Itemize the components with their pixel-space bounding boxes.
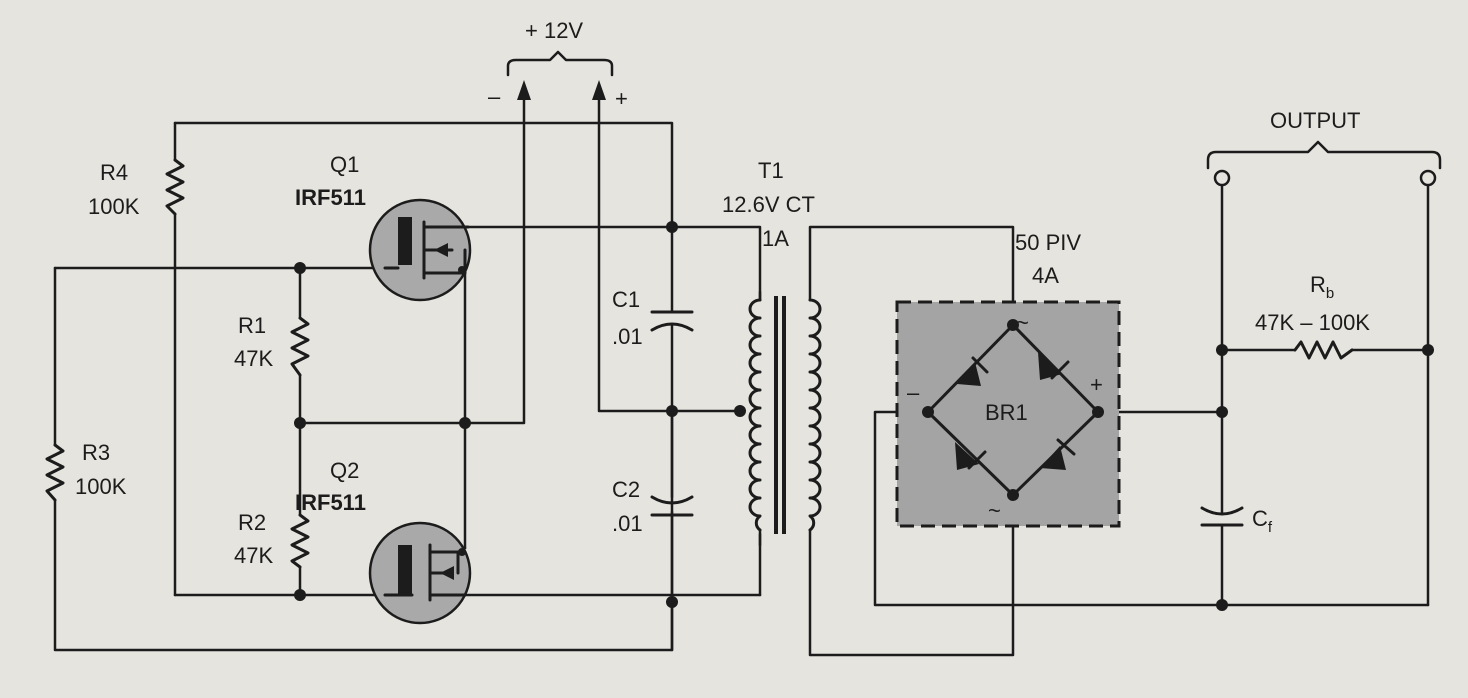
capacitor-c2: C2 .01 [612,477,694,536]
cf-sub: f [1268,519,1273,536]
r4-value: 100K [88,194,140,219]
rb-sub: b [1326,285,1334,302]
diode-tl [957,356,989,386]
r3-value: 100K [75,474,127,499]
rb-ref: Rb [1310,272,1334,302]
resistor-r4: R4 100K [88,158,185,219]
capacitor-cf: Cf [1200,506,1273,536]
mosfet-q1: Q1 IRF511 [295,152,472,302]
resistor-r3: R3 100K [45,440,127,502]
br1-current: 4A [1032,263,1059,288]
br1-piv: 50 PIV [1015,230,1081,255]
r1-ref: R1 [238,313,266,338]
transformer-t1: T1 12.6V CT 1A [722,158,822,547]
supply-12v: + 12V – + [488,18,628,111]
diode-bl [955,442,987,470]
q1-ref: Q1 [330,152,359,177]
c1-value: .01 [612,324,643,349]
t1-rating: 12.6V CT [722,192,815,217]
q2-part: IRF511 [295,490,366,515]
supply-minus-arrow [517,80,531,100]
supply-plus-arrow [592,80,606,100]
br1-ref: BR1 [985,400,1028,425]
mosfet-q2: Q2 IRF511 [295,458,472,625]
r1-value: 47K [234,346,273,371]
diode-br [1040,438,1076,470]
q1-part: IRF511 [295,185,366,210]
capacitor-c1: C1 .01 [612,287,694,349]
r2-ref: R2 [238,510,266,535]
c2-ref: C2 [612,477,640,502]
r2-value: 47K [234,543,273,568]
junctions [294,221,1434,611]
rb-value: 47K – 100K [1255,310,1370,335]
br1-ac-top: ~ [1016,310,1029,335]
r4-ref: R4 [100,160,128,185]
supply-label: + 12V [525,18,583,43]
supply-bracket [506,50,614,77]
resistor-r1: R1 47K [234,313,310,377]
br1-ac-bottom: ~ [988,498,1001,523]
t1-current: 1A [762,226,789,251]
r3-ref: R3 [82,440,110,465]
output-label: OUTPUT [1270,108,1360,133]
output-terminal-right [1419,169,1437,187]
wires [53,94,1430,657]
t1-ref: T1 [758,158,784,183]
resistor-rb: Rb 47K – 100K [1255,272,1370,360]
output-terminal-left [1213,169,1231,187]
q2-ref: Q2 [330,458,359,483]
output-bracket [1206,140,1442,170]
diode-tr [1038,352,1070,380]
supply-minus: – [488,84,501,109]
c2-value: .01 [612,511,643,536]
cf-ref: Cf [1252,506,1273,536]
br1-plus: + [1090,372,1103,397]
br1-minus: – [907,380,920,405]
bridge-rectifier-br1: BR1 50 PIV 4A – + ~ ~ [895,230,1121,528]
output-section: OUTPUT [1206,108,1442,187]
resistor-r2: R2 47K [234,510,310,569]
supply-plus: + [615,86,628,111]
c1-ref: C1 [612,287,640,312]
